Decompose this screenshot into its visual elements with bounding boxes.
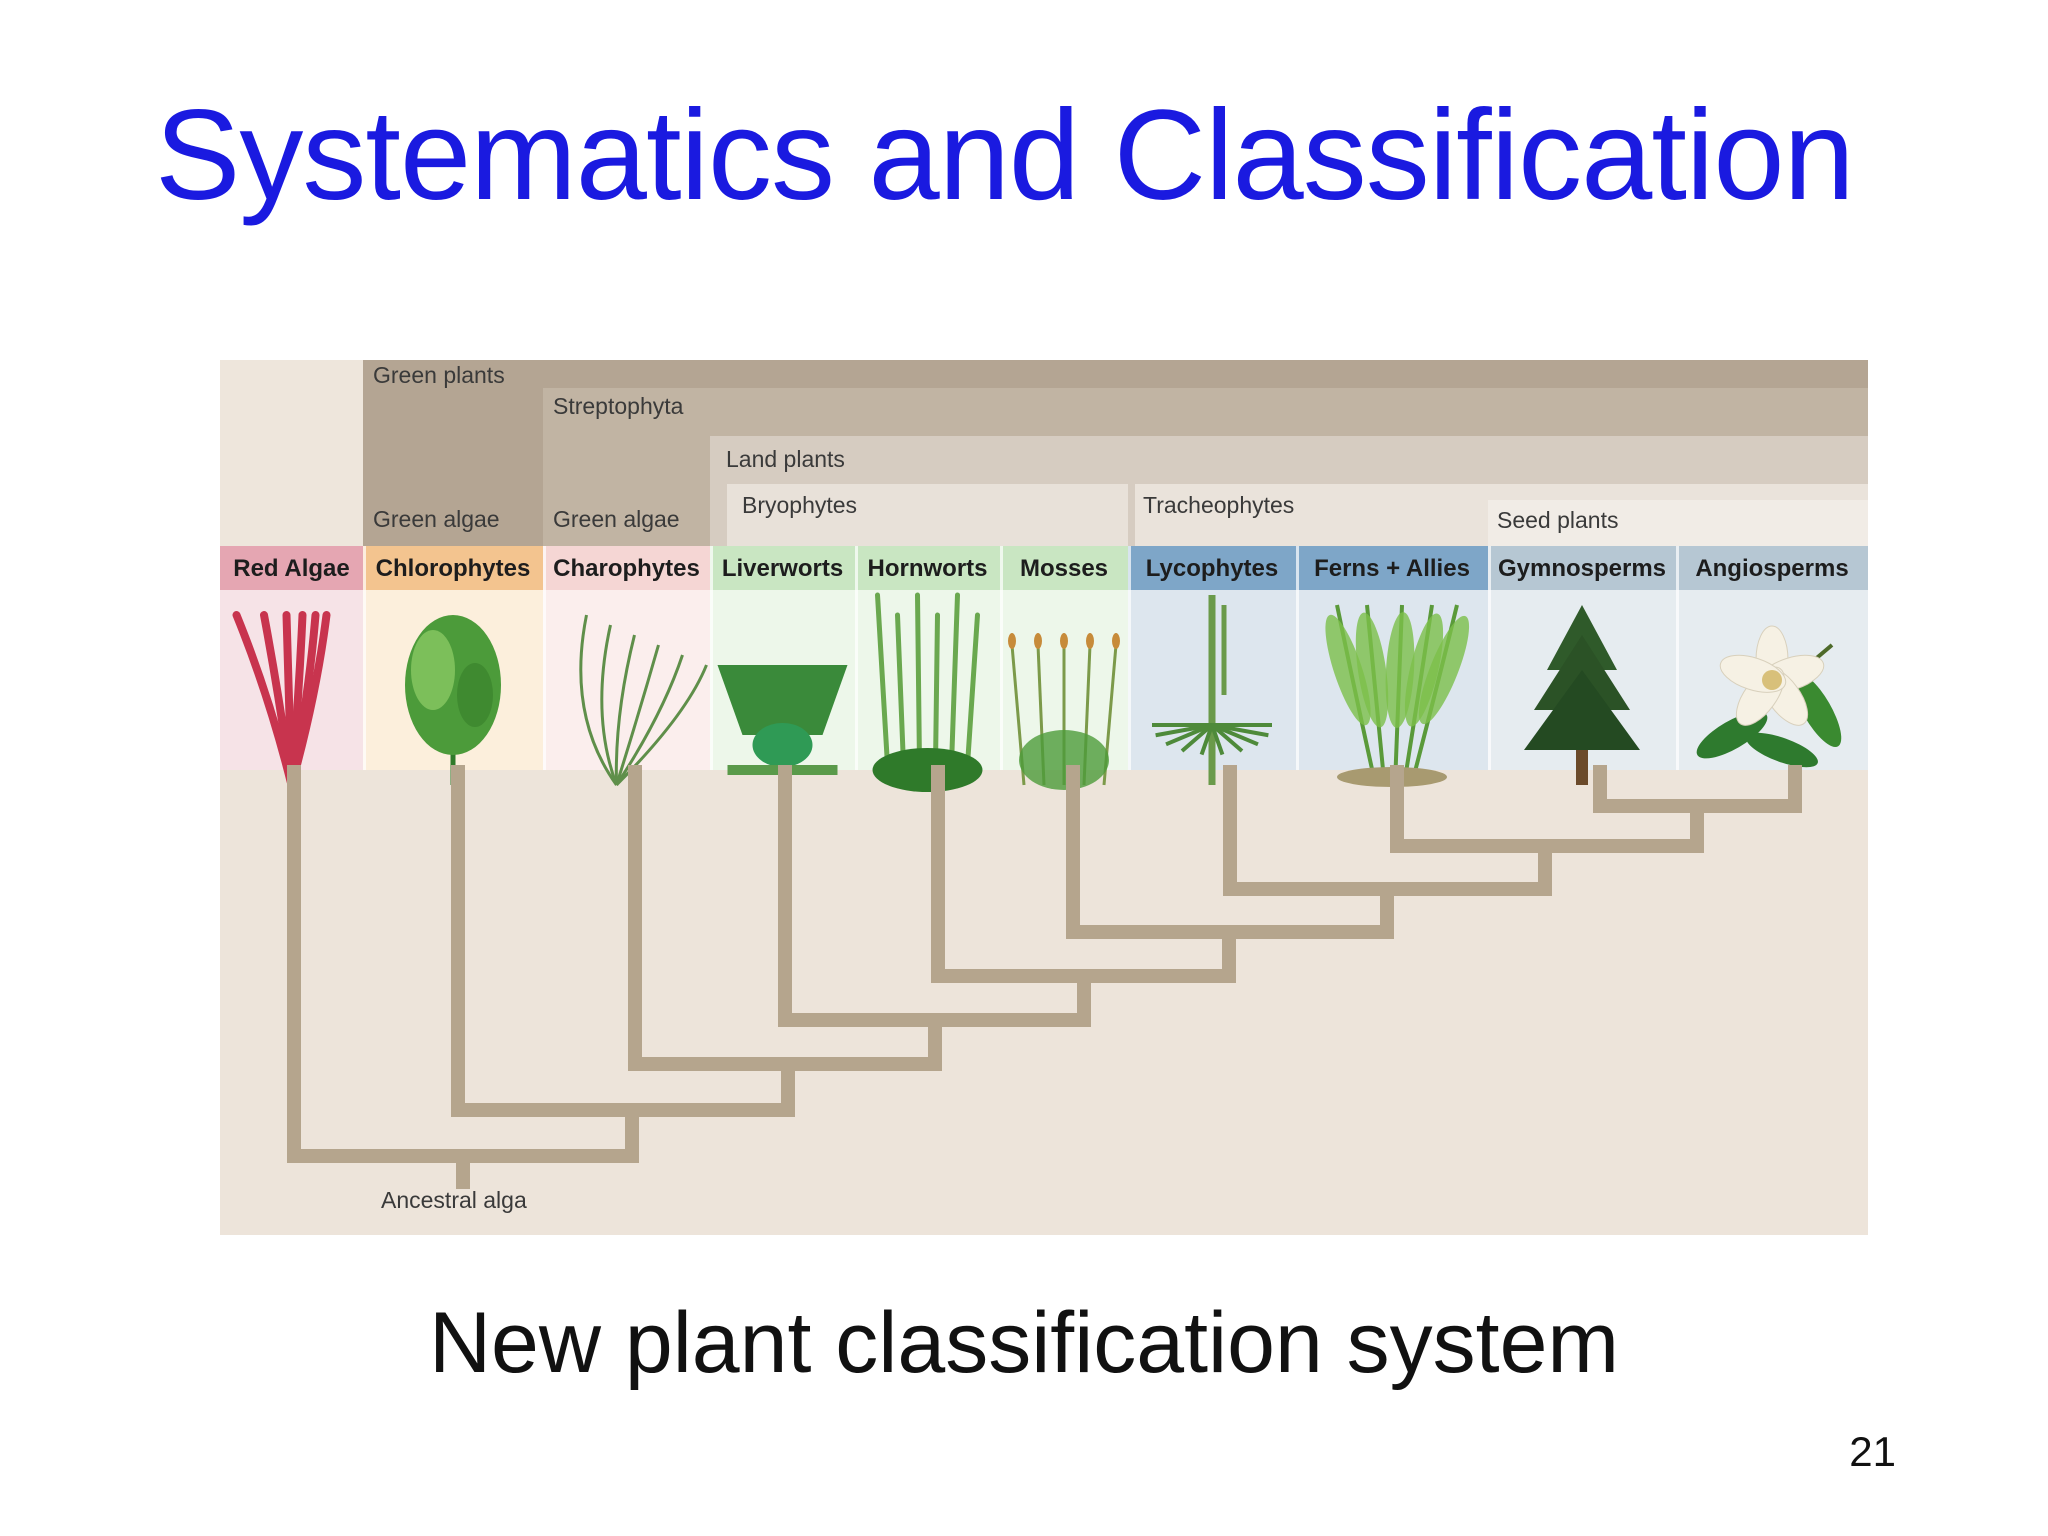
- taxon-gymnosperms: Gymnosperms: [1488, 546, 1676, 785]
- taxon-label-gymnosperms: Gymnosperms: [1498, 555, 1666, 582]
- land-plants-label: Land plants: [726, 446, 845, 472]
- taxon-label-liverworts: Liverworts: [722, 555, 843, 582]
- taxon-ferns-allies: Ferns + Allies: [1296, 546, 1488, 787]
- taxon-hornworts: Hornworts: [855, 546, 1000, 792]
- taxon-band-lycophytes: [1128, 546, 1296, 590]
- taxon-band-chlorophytes: [363, 546, 543, 590]
- moss-icon: [1008, 633, 1120, 790]
- taxon-mosses: Mosses: [1000, 546, 1128, 790]
- taxon-liverworts: Liverworts: [710, 546, 855, 775]
- taxon-band-ferns-allies: [1296, 546, 1488, 590]
- club-moss-icon: [1152, 595, 1272, 785]
- taxon-angiosperms: Angiosperms: [1676, 546, 1868, 770]
- taxon-label-hornworts: Hornworts: [868, 555, 988, 582]
- fern-icon: [1325, 604, 1470, 787]
- bryophytes-bracket: [727, 484, 1128, 546]
- green-algae-label-chlorophytes: Green algae: [373, 506, 500, 532]
- taxon-chlorophytes: Chlorophytes: [363, 546, 543, 785]
- taxon-band-charophytes: [543, 546, 710, 590]
- seed-plants-label: Seed plants: [1497, 507, 1618, 533]
- taxon-label-red-algae: Red Algae: [233, 555, 349, 582]
- tracheophytes-label: Tracheophytes: [1143, 492, 1294, 518]
- phylogenetic-tree: [287, 765, 1802, 1189]
- taxon-label-angiosperms: Angiosperms: [1695, 555, 1848, 582]
- branch-green-plants: [451, 765, 795, 1117]
- page-number: 21: [1849, 1428, 1896, 1475]
- streptophyta-label: Streptophyta: [553, 393, 684, 419]
- taxon-band-mosses: [1000, 546, 1128, 590]
- sea-lettuce-icon: [405, 615, 501, 785]
- bryophytes-label: Bryophytes: [742, 492, 857, 518]
- taxon-band-liverworts: [710, 546, 855, 590]
- chara-icon: [579, 614, 708, 787]
- taxon-label-ferns-allies: Ferns + Allies: [1314, 555, 1470, 582]
- taxon-charophytes: Charophytes: [543, 546, 710, 787]
- magnolia-flower-icon: [1696, 625, 1842, 768]
- ancestral-alga-label: Ancestral alga: [381, 1187, 527, 1213]
- taxon-band-angiosperms: [1676, 546, 1868, 590]
- taxon-label-lycophytes: Lycophytes: [1146, 555, 1278, 582]
- taxon-band-hornworts: [855, 546, 1000, 590]
- slide-title: Systematics and Classification: [155, 84, 1855, 227]
- green-algae-label-charophytes: Green algae: [553, 506, 680, 532]
- taxon-red-algae: Red Algae: [220, 546, 363, 789]
- seed-plants-bracket: [1488, 500, 1868, 546]
- red-coral-alga-icon: [232, 611, 331, 789]
- conifer-tree-icon: [1524, 605, 1640, 785]
- taxa-row: Red Algae Chlorophytes Charophytes Liverwor…: [220, 546, 1868, 792]
- taxon-band-gymnosperms: [1488, 546, 1676, 590]
- taxon-label-mosses: Mosses: [1020, 555, 1108, 582]
- taxon-lycophytes: Lycophytes: [1128, 546, 1296, 785]
- green-plants-label: Green plants: [373, 362, 505, 388]
- red-algae-column-bg: [220, 360, 363, 546]
- taxon-label-charophytes: Charophytes: [553, 555, 700, 582]
- taxon-band-red-algae: [220, 546, 363, 590]
- hornwort-icon: [872, 592, 983, 792]
- slide-caption: New plant classification system: [428, 1295, 1620, 1391]
- taxon-label-chlorophytes: Chlorophytes: [376, 555, 531, 582]
- taxon-image-bg-charophytes: [543, 590, 710, 770]
